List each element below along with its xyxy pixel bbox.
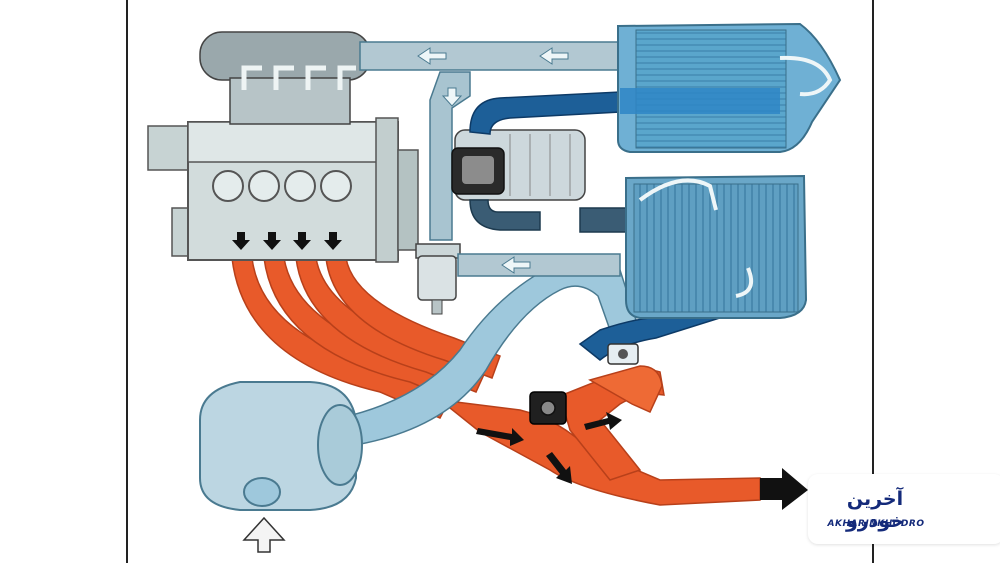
charge-air-feed-pipe [457, 253, 621, 277]
air-filter-housing [199, 381, 363, 511]
intake-manifold [199, 31, 371, 125]
cooled-air-line-middle [579, 207, 633, 233]
flow-arrow-icon [584, 412, 622, 430]
flow-arrow-icon [546, 452, 572, 484]
exhaust-flow-arrows [232, 232, 342, 250]
turbo-outlet-elbow [588, 365, 663, 413]
lower-intercooler [625, 174, 808, 319]
flow-arrow-icon [417, 47, 447, 65]
brand-subtitle: AKHARINKHODRO [827, 519, 925, 529]
return-flow-arrows [417, 47, 569, 65]
flow-arrow-icon [263, 232, 281, 250]
compressor-unit [451, 129, 586, 201]
engine-block [147, 117, 419, 263]
flow-arrow-icon [501, 256, 531, 274]
flow-arrow-icon [232, 232, 250, 250]
upper-intercooler [617, 22, 842, 153]
brand-name: آخرین خودرو [845, 488, 905, 532]
oil-filter [415, 243, 461, 315]
flow-arrow-icon [324, 232, 342, 250]
flow-arrow-icon [539, 47, 569, 65]
exhaust-arrows [476, 412, 622, 484]
flow-arrow-icon [293, 232, 311, 250]
charge-air-return-pipe [359, 41, 629, 71]
flow-arrow-icon [441, 87, 463, 107]
cooled-air-line-lower [469, 199, 541, 231]
wastegate-center [540, 400, 556, 416]
flow-arrow-icon [476, 428, 524, 446]
intake-arrow-icon [242, 516, 286, 553]
brand-watermark [808, 474, 1000, 544]
exhaust-arrow-icon [760, 468, 808, 510]
cooled-air-line-upper [469, 91, 621, 135]
